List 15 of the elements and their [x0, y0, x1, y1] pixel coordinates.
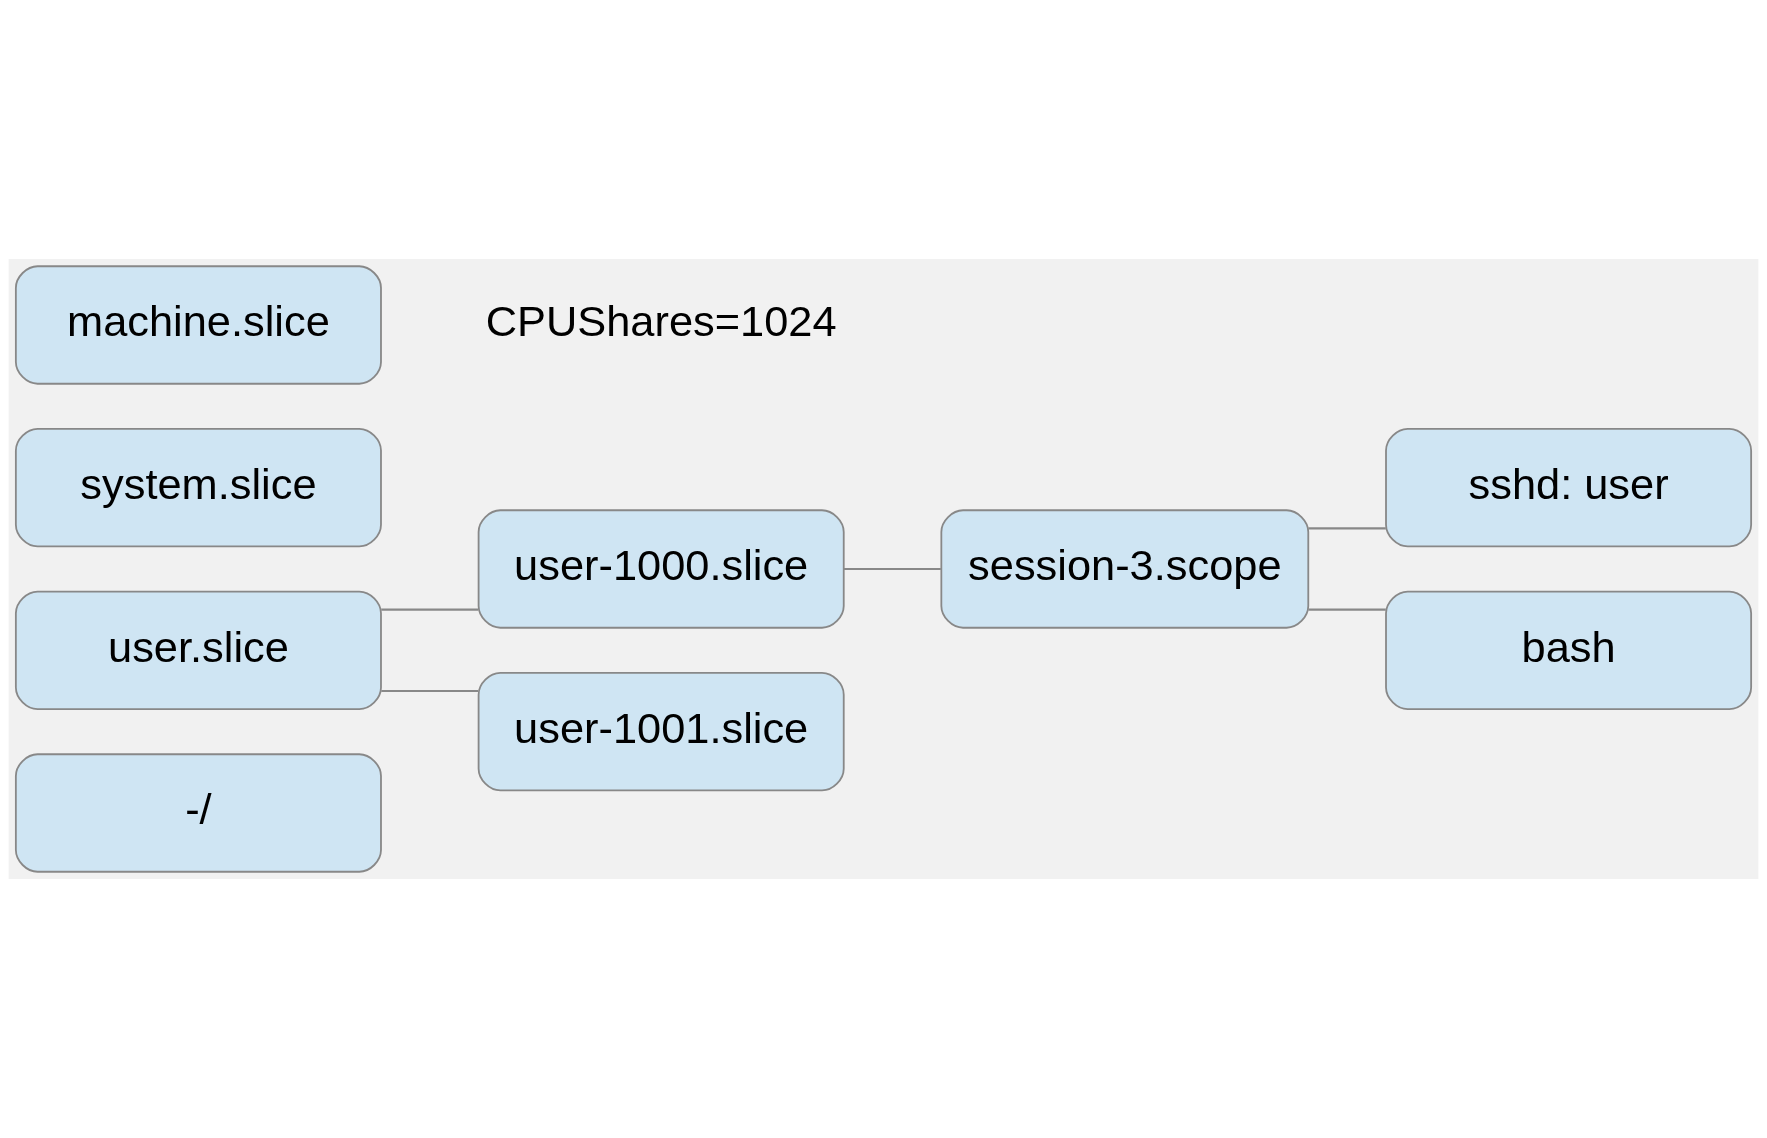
node-box: sshd: user: [1385, 428, 1753, 548]
connector: [381, 608, 479, 611]
node-box: bash: [1385, 590, 1753, 710]
label: CPUShares=1024: [485, 297, 837, 346]
node-box: system.slice: [14, 428, 382, 548]
connector: [381, 689, 479, 693]
node-box: user-1001.slice: [477, 672, 845, 792]
node-box: -/: [14, 753, 382, 873]
node-box: user.slice: [14, 590, 382, 710]
node-box: session-3.scope: [940, 509, 1310, 629]
connector: [1308, 527, 1386, 530]
node-box: machine.slice: [14, 265, 382, 385]
connector: [1308, 608, 1386, 611]
connector: [843, 567, 941, 571]
node-box: user-1000.slice: [477, 509, 845, 629]
